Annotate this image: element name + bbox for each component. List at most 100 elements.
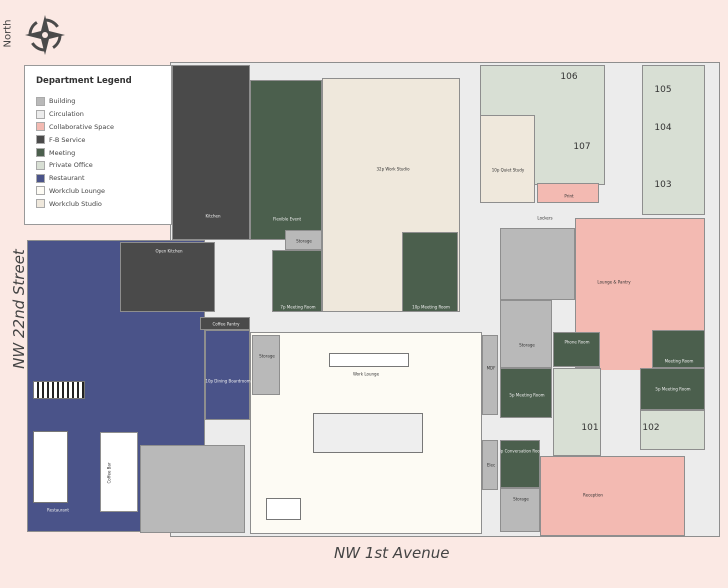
room-label: 104 [654, 123, 672, 133]
room-label: Storage [519, 342, 535, 348]
legend-swatch [36, 173, 45, 183]
legend-swatch [36, 109, 45, 119]
room-label: Coffee Bar [106, 462, 112, 484]
office-102[interactable]: 102 [640, 410, 705, 450]
meeting-room-right-a[interactable]: Meeting Room [652, 330, 705, 368]
meeting-room-10p[interactable]: 10p Meeting Room [402, 232, 458, 312]
legend-swatch [36, 148, 45, 158]
communal-table [33, 381, 85, 399]
meeting-room-7p[interactable]: 7p Meeting Room [272, 250, 322, 312]
legend-label: Collaborative Space [49, 122, 114, 131]
conversation-room[interactable]: 4p Conversation Room [498, 440, 544, 488]
reception[interactable]: Reception [540, 456, 685, 536]
outdoor-lounge-seating [33, 431, 68, 503]
office-101[interactable]: 101 [553, 368, 601, 456]
room-label: Reception [583, 492, 603, 498]
legend-swatch [36, 160, 45, 170]
legend-label: Circulation [49, 110, 84, 119]
legend-item: Building [36, 95, 114, 108]
collab-corridor [600, 330, 652, 370]
meeting-room-left[interactable]: 5p Meeting Room [500, 368, 552, 418]
room-label: 5p Meeting Room [655, 386, 691, 392]
dining-boardroom[interactable]: 10p Dining Boardroom [205, 330, 251, 420]
legend-label: Restaurant [49, 174, 85, 183]
coffee-bar[interactable]: Coffee Bar [100, 432, 138, 512]
room-label: 10p Quiet Study [491, 167, 525, 173]
room-label: Storage [259, 353, 275, 359]
room-label: 32p Work Studio [376, 166, 410, 172]
storage-room[interactable]: Storage [285, 230, 322, 250]
legend-label: Building [49, 97, 76, 106]
room-label: Storage [296, 238, 312, 244]
room-label: Flexible Event [272, 216, 302, 222]
room-label: 5p Meeting Room [509, 392, 545, 398]
lockers-label: Lockers [537, 215, 553, 221]
room-label: 103 [654, 180, 672, 190]
print-room[interactable]: Print [537, 183, 599, 203]
room-label: 10p Meeting Room [412, 304, 450, 310]
room-label: Work Lounge [352, 371, 380, 377]
legend-label: Workclub Lounge [49, 186, 105, 195]
room-label: Restaurant [47, 507, 69, 513]
room-label: Lounge & Pantry [597, 279, 631, 285]
work-lounge[interactable]: Work Lounge [250, 332, 482, 534]
street-label-west: NW 22nd Street [10, 249, 28, 369]
room-label: 4p Conversation Room [498, 448, 544, 454]
open-kitchen[interactable]: Open Kitchen [120, 242, 215, 312]
room-label: Kitchen [205, 213, 221, 219]
phone-room[interactable]: Phone Room [553, 332, 600, 367]
legend-item: Restaurant [36, 172, 114, 185]
elec-room[interactable]: Elec [482, 440, 498, 490]
mdf-room[interactable]: MDF [482, 335, 498, 415]
lounge-table [266, 498, 301, 520]
north-label: North [2, 19, 14, 48]
lounge-long-table [329, 353, 409, 367]
storage-bottom[interactable]: Storage [500, 488, 540, 532]
legend-label: Meeting [49, 148, 76, 157]
room-label: Storage [513, 496, 529, 502]
room-label: 101 [581, 423, 599, 433]
room-label: 7p Meeting Room [280, 304, 316, 310]
legend-swatch [36, 135, 45, 145]
room-label: Phone Room [564, 339, 590, 345]
compass-rose-icon [25, 15, 65, 55]
flexible-event-room[interactable]: Flexible Event [250, 80, 322, 240]
legend-item: Meeting [36, 146, 114, 159]
legend-label: F-B Service [49, 135, 86, 144]
legend-label: Workclub Studio [49, 199, 102, 208]
storage-right[interactable]: Storage [500, 300, 552, 368]
legend-item: F-B Service [36, 133, 114, 146]
restroom-right [500, 228, 575, 300]
legend-item: Workclub Lounge [36, 185, 114, 198]
room-label: Coffee Pantry [212, 321, 240, 327]
room-label: Print [564, 193, 574, 199]
room-label: 106 [560, 72, 578, 82]
coffee-pantry[interactable]: Coffee Pantry [200, 317, 250, 330]
room-label: Elec [486, 462, 496, 468]
room-label: 105 [654, 85, 672, 95]
room-label: MDF [486, 365, 496, 371]
legend-label: Private Office [49, 161, 93, 170]
legend-swatch [36, 122, 45, 132]
legend-swatch [36, 199, 45, 209]
legend-swatch [36, 186, 45, 196]
private-offices-right[interactable]: 105 104 103 [642, 65, 705, 215]
meeting-room-right-b[interactable]: 5p Meeting Room [640, 368, 705, 410]
room-label: Meeting Room [664, 358, 694, 364]
legend-item: Private Office [36, 159, 114, 172]
legend-item: Workclub Studio [36, 197, 114, 210]
lounge-bench [313, 413, 423, 453]
legend-swatch [36, 96, 45, 106]
room-label: 107 [573, 142, 591, 152]
legend-item: Collaborative Space [36, 121, 114, 134]
room-label: 10p Dining Boardroom [205, 378, 251, 384]
quiet-study[interactable]: 10p Quiet Study [480, 115, 535, 203]
storage-stair[interactable]: Storage [252, 335, 280, 395]
street-label-south: NW 1st Avenue [334, 544, 450, 562]
restroom-left [140, 445, 245, 533]
room-label: Open Kitchen [155, 248, 183, 254]
f-b-service-area: Kitchen [172, 65, 250, 240]
legend-title: Department Legend [36, 76, 132, 86]
legend-item: Circulation [36, 108, 114, 121]
